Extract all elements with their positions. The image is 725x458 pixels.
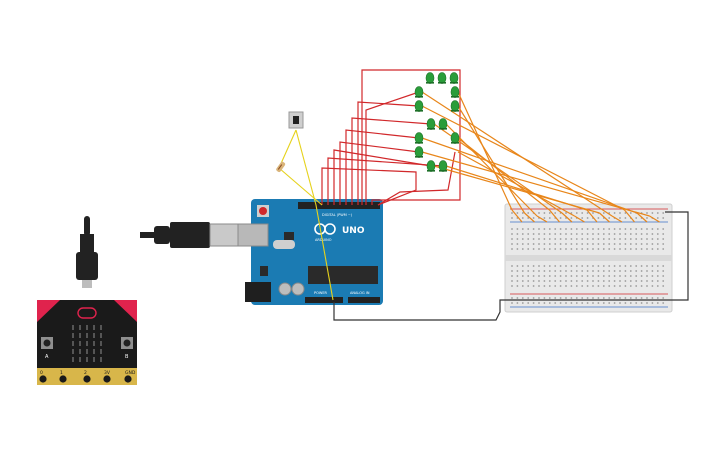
atmega-chip bbox=[308, 266, 378, 284]
microbit-edge-pins: 0 1 2 3V GND bbox=[39, 370, 136, 383]
pushbutton[interactable] bbox=[288, 111, 304, 129]
microbit-pin-hole[interactable] bbox=[59, 375, 67, 383]
led[interactable] bbox=[414, 146, 424, 158]
microbit-pin-label: GND bbox=[125, 370, 136, 376]
analog-header bbox=[348, 297, 380, 303]
led[interactable] bbox=[425, 72, 435, 84]
microbit-pin-label: 1 bbox=[60, 370, 63, 376]
usb-cable-arduino[interactable] bbox=[140, 222, 239, 248]
led[interactable] bbox=[426, 118, 436, 130]
microbit-pin-hole[interactable] bbox=[39, 375, 47, 383]
microbit-pin-label: 3V bbox=[104, 370, 111, 376]
led[interactable] bbox=[438, 118, 448, 130]
usb-cable-microbit[interactable] bbox=[76, 216, 98, 288]
led[interactable] bbox=[450, 132, 460, 144]
power-pins-label: POWER bbox=[314, 291, 328, 295]
microbit-led-matrix bbox=[72, 325, 102, 362]
led[interactable] bbox=[414, 100, 424, 112]
black-wires[interactable] bbox=[333, 211, 689, 321]
led[interactable] bbox=[449, 72, 459, 84]
led[interactable] bbox=[450, 100, 460, 112]
resistor bbox=[276, 161, 286, 173]
usb-jack[interactable] bbox=[237, 223, 269, 247]
breadboard[interactable] bbox=[504, 203, 673, 313]
power-header bbox=[305, 297, 343, 303]
microbit-pin-label: 0 bbox=[40, 370, 43, 376]
led[interactable] bbox=[414, 132, 424, 144]
arduino-logo bbox=[314, 223, 336, 235]
led-array[interactable] bbox=[414, 72, 460, 172]
arduino-brand-text: UNO bbox=[342, 226, 365, 236]
digital-header bbox=[298, 202, 380, 209]
red-wires[interactable] bbox=[321, 69, 461, 206]
arduino-uno-board[interactable]: UNO ARDUINO DIGITAL (PWM ~) POWER ANALOG… bbox=[237, 199, 383, 305]
microbit-board[interactable]: A B 0 1 2 3V GND bbox=[37, 300, 137, 385]
led[interactable] bbox=[426, 160, 436, 172]
orange-wires[interactable] bbox=[421, 91, 660, 223]
led[interactable] bbox=[438, 160, 448, 172]
power-jack[interactable] bbox=[245, 282, 271, 302]
microbit-pin-label: 2 bbox=[84, 370, 87, 376]
analog-pins-label: ANALOG IN bbox=[350, 291, 370, 295]
digital-pins-label: DIGITAL (PWM ~) bbox=[322, 213, 353, 217]
microbit-pin-hole[interactable] bbox=[124, 375, 132, 383]
microbit-pin-hole[interactable] bbox=[83, 375, 91, 383]
microbit-button-b-label: B bbox=[125, 354, 129, 360]
microbit-pin-hole[interactable] bbox=[103, 375, 111, 383]
microbit-button-a-label: A bbox=[45, 354, 49, 360]
led[interactable] bbox=[450, 86, 460, 98]
led[interactable] bbox=[437, 72, 447, 84]
arduino-maker-text: ARDUINO bbox=[315, 238, 332, 242]
led[interactable] bbox=[414, 86, 424, 98]
